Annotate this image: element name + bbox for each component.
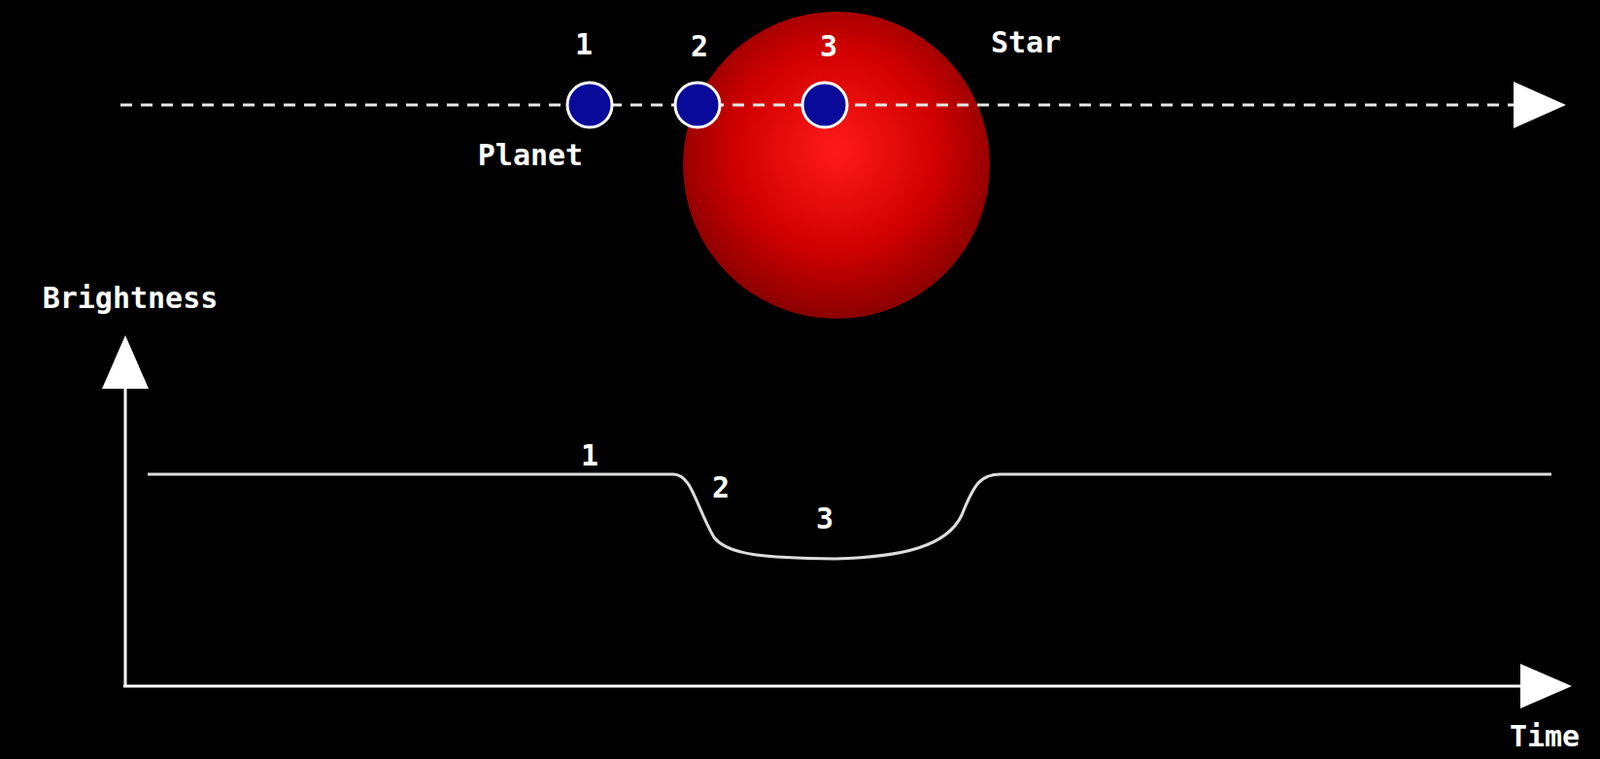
y-axis xyxy=(124,383,128,686)
x-axis-arrowhead xyxy=(1520,663,1572,709)
planet-disc xyxy=(567,82,613,128)
orbit-arrowhead xyxy=(1513,81,1566,129)
axis-label: Brightness xyxy=(42,283,219,313)
planet-label: Planet xyxy=(477,140,583,171)
planet-disc xyxy=(675,82,720,128)
callout-number: 2 xyxy=(690,32,709,62)
callout-number: 2 xyxy=(712,473,730,503)
callout-number: 3 xyxy=(819,32,838,62)
callout-number: 1 xyxy=(580,441,599,471)
axis-label: Time xyxy=(1509,721,1580,751)
star-label: Star xyxy=(990,28,1061,58)
callout-number: 3 xyxy=(816,504,834,534)
light-curve xyxy=(147,474,1552,559)
y-axis-arrowhead xyxy=(102,335,149,389)
planet-disc xyxy=(802,82,848,128)
callout-number: 1 xyxy=(575,30,593,60)
star-disc xyxy=(682,11,990,319)
x-axis xyxy=(123,684,1526,688)
